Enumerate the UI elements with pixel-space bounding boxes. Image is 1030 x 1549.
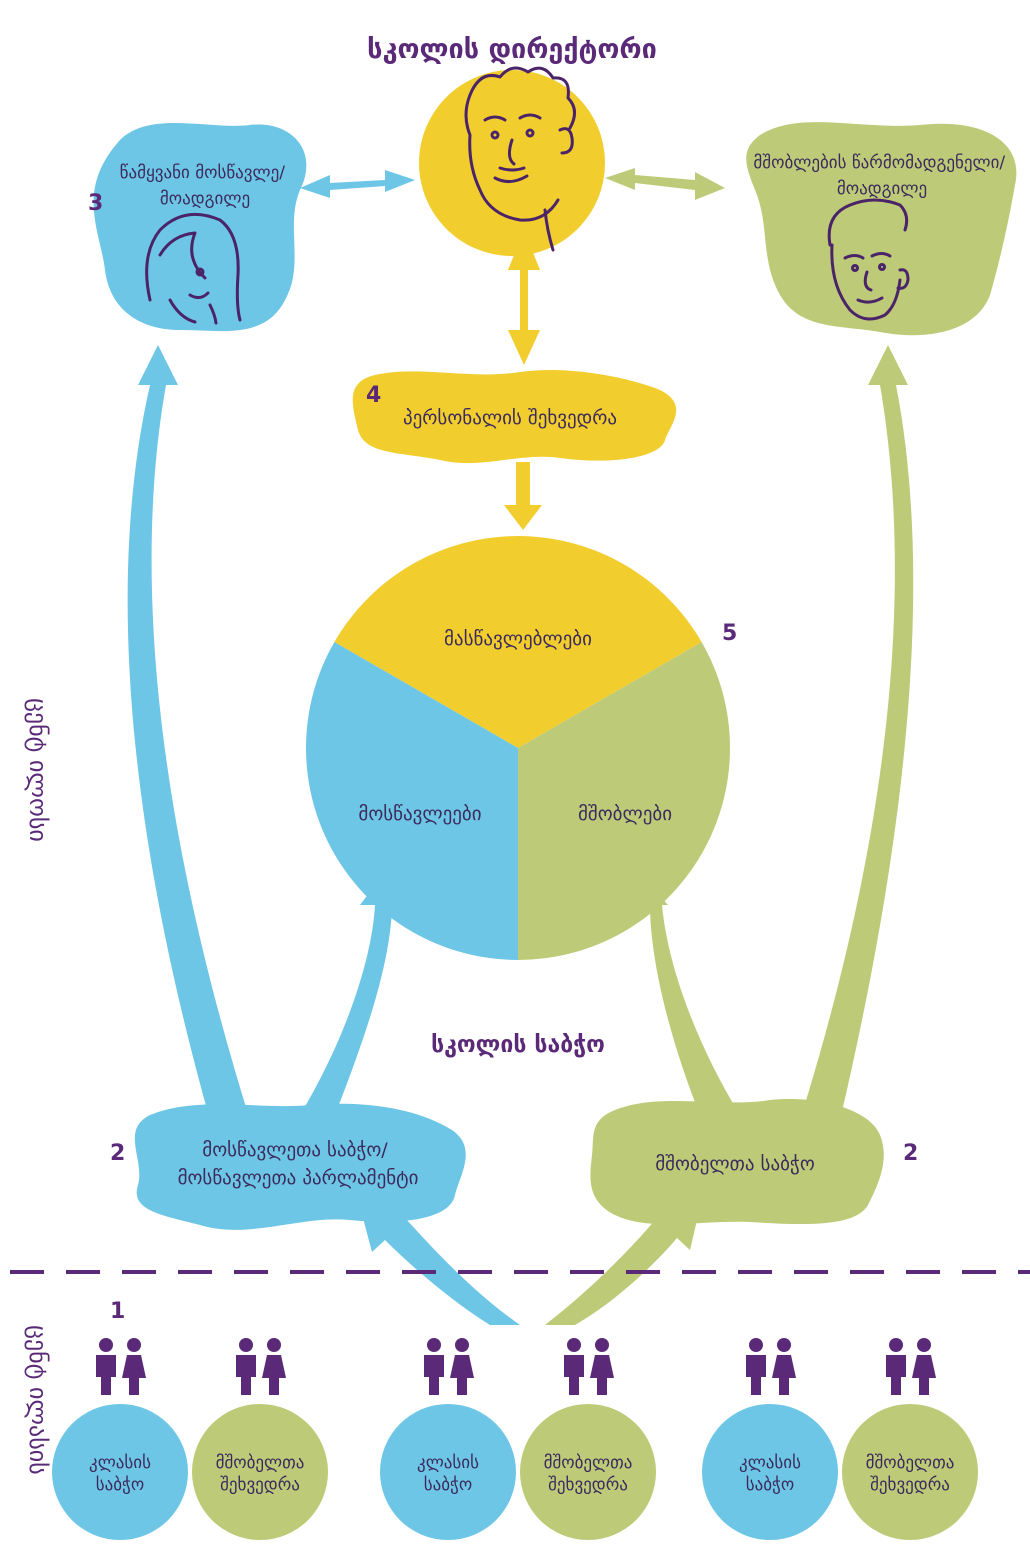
student-rep-line-1: წამყვანი მოსწავლე/	[120, 163, 286, 183]
class-level-number: 1	[110, 1299, 125, 1324]
person-female-icon	[772, 1338, 796, 1395]
class-council-circle-line-1: კლასის	[417, 1453, 479, 1473]
svg-text:მოსწავლეთა საბჭო/ მოსწავლე: მოსწავლეთა საბჭო/ მოსწავლეთა პარლამენტი	[178, 1139, 419, 1189]
student-council-line-2: მოსწავლეთა პარლამენტი	[178, 1167, 419, 1189]
arc-student-council-to-rep	[127, 345, 250, 1120]
person-male-icon	[564, 1338, 584, 1395]
person-female-icon	[450, 1338, 474, 1395]
parent-council-number: 2	[903, 1141, 918, 1166]
pie-label-1: მოსწავლეები	[358, 803, 481, 825]
student-rep-number: 3	[88, 191, 103, 216]
person-female-icon	[262, 1338, 286, 1395]
person-female-icon	[590, 1338, 614, 1395]
person-male-icon	[96, 1338, 116, 1395]
pie-segment-1	[306, 642, 518, 960]
pie-label-2: მშობლები	[578, 803, 672, 825]
arrow-director-staff	[508, 230, 540, 365]
parent-meeting-circle-line-1: მშობელთა	[216, 1453, 305, 1473]
parent-rep-line-2: მოადგილე	[837, 179, 927, 199]
person-male-icon	[746, 1338, 766, 1395]
class-council-circle-line-2: საბჭო	[746, 1475, 795, 1495]
pie-chart: მასწავლებლები მოსწავლეები მშობლები	[306, 536, 731, 960]
school-council-label: სკოლის საბჭო	[431, 1032, 605, 1058]
staff-meeting-blob	[352, 370, 677, 464]
class-council-circle-line-2: საბჭო	[424, 1475, 473, 1495]
class-council-circle-line-1: კლასის	[739, 1453, 801, 1473]
parent-meeting-circle-line-1: მშობელთა	[544, 1453, 633, 1473]
arrow-student-council-to-pie	[300, 862, 405, 1115]
student-rep-line-2: მოადგილე	[160, 189, 250, 209]
parent-rep-line-1: მშობლების წარმომადგენელი/	[753, 153, 1005, 173]
student-council-number: 2	[110, 1141, 125, 1166]
svg-text:წამყვანი მოსწავლე/ მოადგილ: წამყვანი მოსწავლე/ მოადგილე	[120, 163, 291, 209]
parent-man-face-icon	[827, 198, 910, 321]
arc-parent-council-to-rep	[800, 345, 914, 1120]
pie-segment-2	[518, 642, 731, 960]
student-girl-face-icon	[145, 212, 242, 325]
student-rep-blob	[93, 123, 307, 332]
arrow-parent-rep-director	[605, 168, 725, 200]
person-male-icon	[236, 1338, 256, 1395]
parent-meeting-circle-line-2: შეხვედრა	[870, 1475, 950, 1495]
student-council-line-1: მოსწავლეთა საბჭო/	[202, 1139, 388, 1161]
person-male-icon	[424, 1338, 444, 1395]
parent-meeting-circle-line-1: მშობელთა	[866, 1453, 955, 1473]
arrow-student-rep-director	[300, 170, 415, 198]
class-council-circle-line-2: საბჭო	[96, 1475, 145, 1495]
parent-meeting-circle-line-2: შეხვედრა	[548, 1475, 628, 1495]
pie-label-0: მასწავლებლები	[444, 628, 592, 650]
person-male-icon	[886, 1338, 906, 1395]
class-council-circle-line-1: კლასის	[89, 1453, 151, 1473]
parent-council-label: მშობელთა საბჭო	[655, 1153, 815, 1175]
upper-level-label: ცენტ ილოსი	[24, 698, 52, 842]
parent-rep-blob	[746, 122, 1017, 336]
arrow-staff-to-pie	[504, 462, 542, 530]
staff-meeting-label: პერსონალის შეხვედრა	[403, 407, 617, 429]
class-groups: კლასისსაბჭომშობელთაშეხვედრაკლასისსაბჭომშ…	[52, 1338, 978, 1540]
person-female-icon	[912, 1338, 936, 1395]
director-title: სკოლის დირექტორი	[367, 34, 657, 65]
staff-meeting-number: 4	[366, 383, 381, 408]
parent-council-blob	[590, 1099, 884, 1225]
svg-text:მშობლების წარმომადგენელი/: მშობლების წარმომადგენელი/ მოადგილე	[753, 153, 1010, 199]
director-face-icon	[464, 66, 576, 252]
person-female-icon	[122, 1338, 146, 1395]
student-council-blob	[134, 1103, 466, 1230]
arrow-class-to-student-council	[355, 1188, 520, 1325]
arrow-parent-council-to-pie	[630, 862, 740, 1115]
parent-meeting-circle-line-2: შეხვედრა	[220, 1475, 300, 1495]
pie-number: 5	[722, 621, 737, 646]
lower-level-label: ცენტ ილასის	[24, 1325, 52, 1474]
